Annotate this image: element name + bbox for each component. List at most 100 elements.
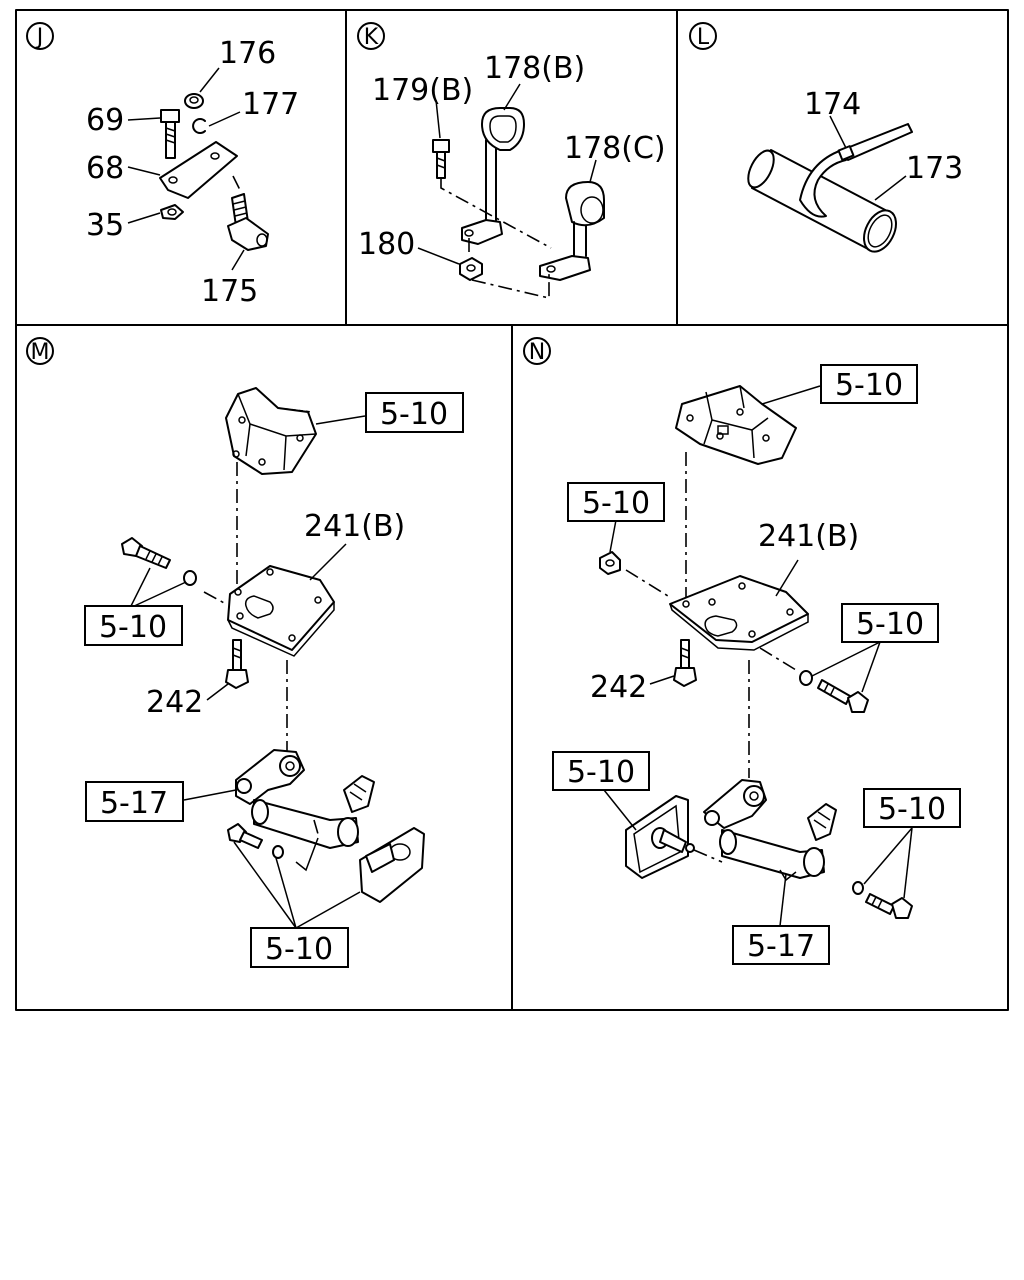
leader-173 [874, 175, 907, 201]
bolt-washer-lower-right [852, 881, 913, 919]
ref-label-right: 5-10 [878, 792, 946, 827]
part-177-clip [192, 118, 206, 134]
part-69-bolt [160, 109, 180, 159]
leader-ref-top [761, 385, 821, 405]
ref-box [567, 482, 665, 522]
bolt-washer-upper [121, 537, 227, 605]
ref-label-bolt: 5-10 [856, 607, 924, 642]
ref-box [841, 603, 939, 643]
label-180: 180 [358, 227, 415, 262]
label-175: 175 [201, 274, 258, 309]
panel-letter: M [31, 340, 50, 365]
leader-176 [199, 67, 220, 93]
leader-ref-right [863, 827, 913, 885]
label-179b: 179(B) [372, 73, 473, 108]
label-174: 174 [804, 87, 861, 122]
label-177: 177 [242, 87, 299, 122]
label-35: 35 [86, 208, 124, 243]
panel-letter: K [364, 25, 379, 50]
ref-label-top: 5-10 [835, 368, 903, 403]
label-68: 68 [86, 151, 124, 186]
leader-242 [649, 675, 675, 685]
part-178c-clamp [539, 181, 605, 281]
leader-35 [127, 212, 161, 224]
bolt-washer-right [759, 647, 869, 713]
panel-letter: J [35, 25, 44, 50]
ref-label-517: 5-17 [747, 929, 815, 964]
leader-ref-bolt [129, 567, 151, 609]
assembly-line [232, 175, 241, 191]
label-173: 173 [906, 151, 963, 186]
part-178b-clamp [461, 107, 525, 245]
leader-241b [309, 543, 347, 581]
label-178b: 178(B) [484, 51, 585, 86]
upper-bracket [225, 387, 317, 475]
assembly-line [471, 274, 550, 300]
part-242-bolt [225, 639, 249, 689]
panel-n: N [523, 337, 961, 965]
ref-label-bracket: 5-10 [567, 755, 635, 790]
leader-ref-top [315, 415, 366, 425]
ref-label-top: 5-10 [380, 397, 448, 432]
ref-box [732, 925, 830, 965]
ref-label-517: 5-17 [100, 786, 168, 821]
assembly-line [440, 178, 552, 249]
panel-grid [15, 9, 1009, 1011]
ref-box [863, 788, 961, 828]
panel-l: L 174 173 [689, 22, 963, 253]
panel-letter: N [529, 340, 545, 365]
leader-517 [183, 789, 237, 801]
label-178c: 178(C) [564, 131, 666, 166]
ref-box [84, 605, 183, 646]
panel-badge-m: M [26, 337, 54, 365]
leader-ref-right [903, 827, 913, 899]
leader-ref-bottom [275, 857, 297, 929]
part-180-nut [459, 257, 483, 281]
leader-180 [417, 247, 460, 265]
upper-bracket [675, 385, 797, 465]
leader-178b [503, 83, 521, 111]
ref-label-bottom: 5-10 [265, 932, 333, 967]
panel-badge-k: K [357, 22, 385, 50]
leader-517 [779, 873, 787, 927]
leader-69 [127, 117, 161, 121]
panel-j: J [26, 22, 299, 309]
ref-box [820, 364, 918, 404]
part-68-bracket [159, 141, 238, 199]
leader-ref-bracket [603, 789, 637, 831]
ref-label-bolt: 5-10 [99, 610, 167, 645]
label-241b: 241(B) [304, 509, 405, 544]
leader-178c [589, 159, 597, 183]
part-175-fitting [227, 193, 269, 251]
leader-241b [775, 559, 799, 597]
side-bracket [625, 795, 723, 879]
part-176-washer [184, 93, 204, 109]
leader-ref-nut [609, 519, 617, 553]
label-176: 176 [219, 36, 276, 71]
panel-badge-n: N [523, 337, 551, 365]
leader-ref-bolt [811, 641, 881, 677]
ref-box [85, 781, 184, 822]
panel-badge-l: L [689, 22, 717, 50]
part-35-nut [160, 204, 184, 220]
leader-ref-washer [129, 581, 187, 609]
leader-ref-bolt [861, 641, 881, 693]
part-179b-bolt [432, 139, 450, 179]
ref-box [365, 392, 464, 433]
lower-pivot-assembly [703, 779, 837, 882]
part-241b-plate [227, 565, 335, 657]
nut-left [599, 551, 669, 597]
bolt-washer-lower [227, 823, 284, 859]
leader-ref-bottom [233, 841, 297, 929]
leader-174 [829, 115, 847, 149]
leader-ref-bottom [295, 891, 361, 929]
part-241b-plate [669, 575, 809, 651]
ref-box [250, 927, 349, 968]
leader-177 [208, 111, 241, 127]
panel-m: M [26, 337, 464, 968]
panel-letter: L [697, 25, 710, 50]
leader-179b [435, 99, 441, 139]
label-242: 242 [146, 685, 203, 720]
ref-label-nut: 5-10 [582, 486, 650, 521]
